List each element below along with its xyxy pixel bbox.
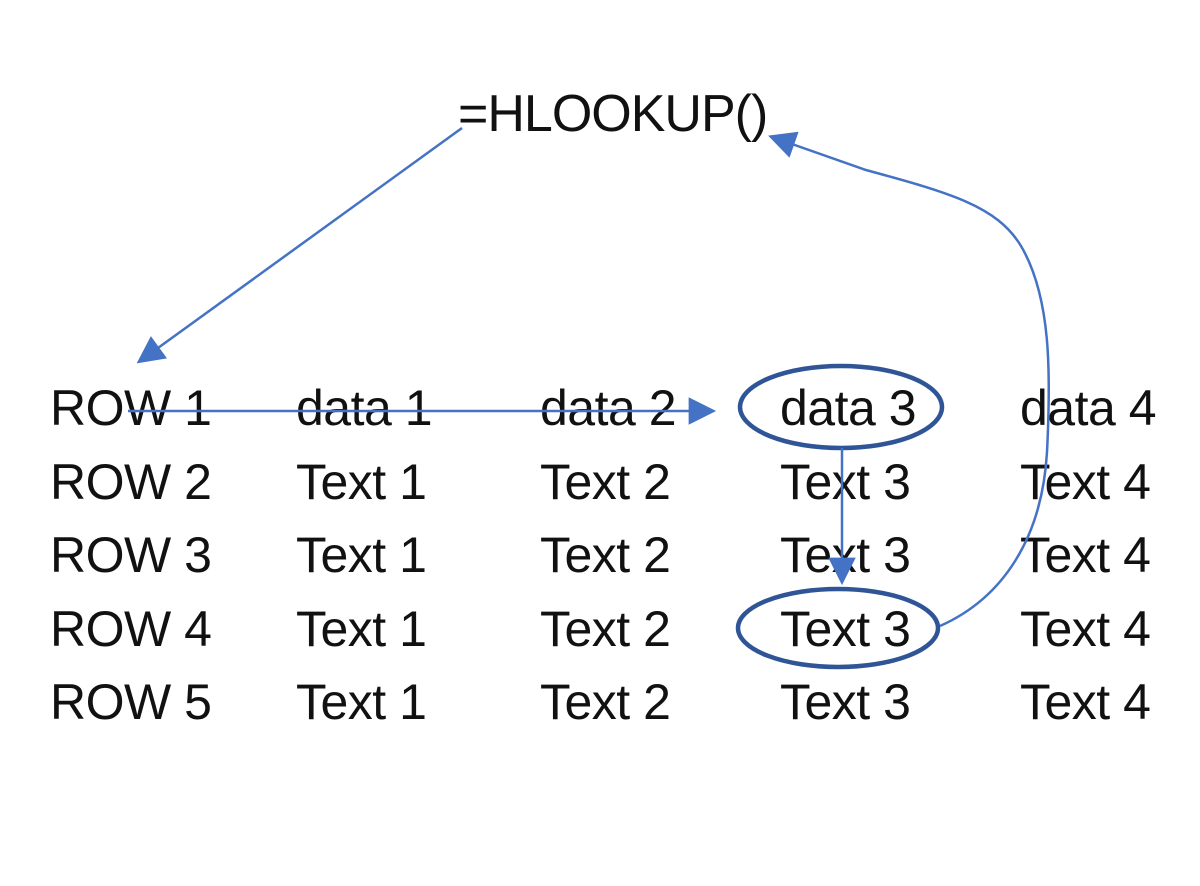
table-cell: Text 2 — [540, 453, 671, 510]
lookup-table: ROW 1 data 1 data 2 data 3 data 4 ROW 2 … — [50, 372, 1200, 740]
table-cell: ROW 4 — [50, 600, 212, 657]
table-cell: data 1 — [296, 380, 433, 436]
table-cell: Text 3 — [780, 674, 911, 730]
table-cell: Text 1 — [296, 527, 427, 583]
table-cell: Text 4 — [1020, 674, 1151, 730]
table-cell: Text 2 — [540, 674, 671, 730]
table-cell: Text 1 — [296, 453, 427, 510]
table-cell: Text 4 — [1020, 600, 1151, 657]
table-cell: ROW 2 — [50, 453, 212, 510]
table-cell: ROW 1 — [50, 380, 212, 436]
table-cell: Text 2 — [540, 527, 671, 583]
formula-label: =HLOOKUP() — [458, 85, 768, 143]
table-cell: data 4 — [1020, 380, 1157, 436]
table-cell: Text 4 — [1020, 453, 1151, 510]
table-cell: Text 1 — [296, 600, 427, 657]
table-cell: Text 3 — [780, 527, 911, 583]
table-cell: ROW 5 — [50, 674, 212, 730]
table-cell-lookup-value: data 3 — [780, 380, 917, 436]
table-cell-result-value: Text 3 — [780, 600, 911, 657]
table-cell: Text 2 — [540, 600, 671, 657]
table-cell: data 2 — [540, 380, 677, 436]
table-cell: Text 1 — [296, 674, 427, 730]
table-cell: Text 3 — [780, 453, 911, 510]
table-cell: Text 4 — [1020, 527, 1151, 583]
arrow-formula-to-row1 — [136, 126, 463, 364]
table-cell: ROW 3 — [50, 527, 212, 583]
